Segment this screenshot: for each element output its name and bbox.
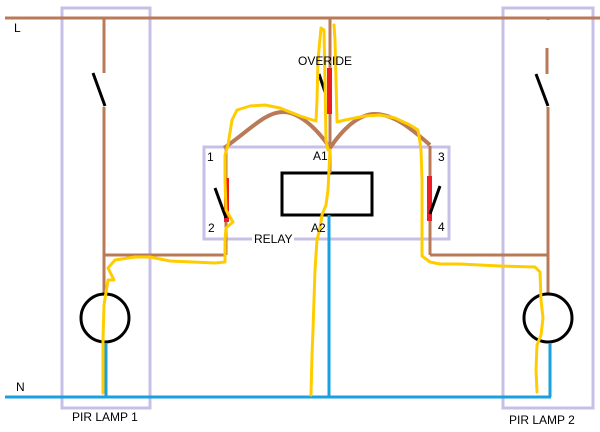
relay-terminal-a1: A1	[313, 149, 328, 163]
relay-contact-3-highlight	[427, 176, 432, 221]
relay-terminal-1: 1	[207, 150, 214, 164]
relay-terminal-4: 4	[438, 220, 445, 234]
override-contact-highlight	[327, 68, 332, 114]
annotation-trace	[101, 23, 545, 397]
live-rail-label: L	[14, 21, 21, 35]
relay-coil-icon	[280, 171, 374, 217]
relay-switch-3-icon	[428, 185, 442, 215]
lamp-2-icon	[522, 292, 574, 344]
relay-terminal-2: 2	[208, 221, 215, 235]
relay-terminal-3: 3	[438, 150, 445, 164]
pir-switch-1-icon	[91, 72, 107, 107]
pir-lamp-1-label: PIR LAMP 1	[72, 410, 138, 424]
relay-switch-1-icon	[213, 187, 228, 219]
pir-switch-2-icon	[534, 73, 550, 107]
pir-lamp-1-enclosure	[60, 6, 152, 410]
pir-lamp-2-label: PIR LAMP 2	[509, 413, 575, 427]
arc-to-terminal-1	[222, 109, 332, 150]
neutral-rail-label: N	[16, 380, 25, 394]
pir-lamp-2-enclosure	[501, 6, 595, 410]
override-label: OVERIDE	[298, 54, 353, 68]
relay-terminal-a2: A2	[311, 221, 326, 235]
relay-label: RELAY	[252, 232, 295, 246]
